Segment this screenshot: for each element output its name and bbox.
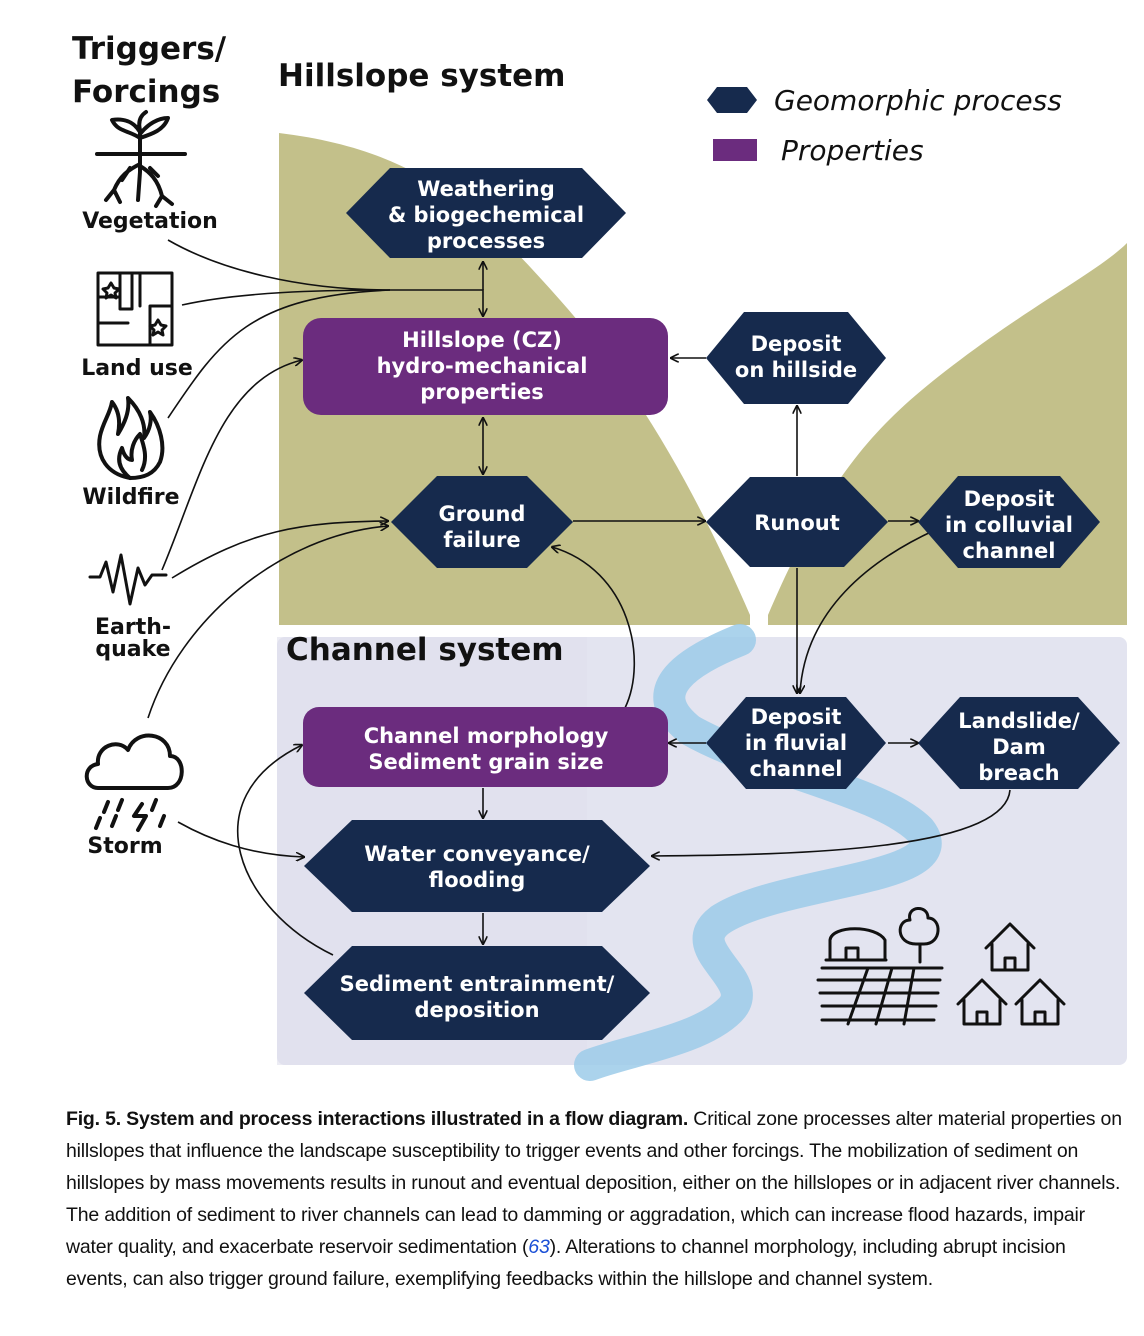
weathering-node-line1: Weathering [417, 177, 555, 201]
earthquake-icon [88, 553, 168, 606]
earthquake-label-line2: quake [95, 637, 170, 662]
land-use-label: Land use [81, 356, 193, 381]
deposit-fluvial-node-line2: in fluvial [745, 731, 847, 755]
landslide-dam-node-shape [918, 697, 1120, 789]
earthquake-label-line1: Earth- [95, 615, 171, 640]
water-conveyance-node-line1: Water conveyance/ [364, 842, 590, 866]
edge-storm-ground [147, 526, 388, 719]
deposit-hillside-node-shape [706, 312, 886, 404]
channel-morph-node-line1: Channel morphology [364, 724, 609, 748]
deposit-fluvial-node-shape [706, 697, 886, 789]
landslide-dam-node-line1: Landslide/ [958, 709, 1080, 733]
ground-failure-node-shape [391, 476, 573, 568]
channel-morph-node-shape [303, 707, 668, 787]
landslide-dam-node-line2: Dam [992, 735, 1045, 759]
hillslope-props-node-line3: properties [420, 380, 543, 404]
deposit-fluvial-node-line3: channel [750, 757, 843, 781]
ground-failure-node-line2: failure [443, 528, 520, 552]
edge-storm-water [177, 821, 304, 857]
legend-process-swatch [707, 87, 757, 113]
hillslope-props-node-line2: hydro-mechanical [377, 354, 588, 378]
deposit-colluvial-node-line2: in colluvial [945, 513, 1073, 537]
runout-node-line1: Runout [754, 511, 840, 535]
water-conveyance-node-line2: flooding [429, 868, 526, 892]
deposit-fluvial-node-line1: Deposit [751, 705, 842, 729]
legend-process-label: Geomorphic process [774, 84, 1062, 117]
deposit-colluvial-node-line3: channel [963, 539, 1056, 563]
land-use-icon [96, 271, 174, 347]
river [574, 624, 942, 1081]
edge-colluvial-fluvial [800, 529, 936, 693]
legend-properties-label: Properties [781, 134, 924, 167]
edge-landslide-water [652, 789, 1011, 856]
deposit-hillside-node-line2: on hillside [735, 358, 857, 382]
hillslope-props-node-line1: Hillslope (CZ) [402, 328, 562, 352]
hillslope-terrain-right [768, 243, 1127, 625]
farm-icon [816, 907, 944, 1026]
caption-body-part1: Critical zone processes alter material p… [66, 1108, 1122, 1258]
edge-morph-ground [552, 547, 636, 709]
edge-wildfire-merge [167, 289, 391, 419]
deposit-colluvial-node-line1: Deposit [964, 487, 1055, 511]
deposit-colluvial-node-shape [918, 476, 1100, 568]
storm-label: Storm [87, 834, 162, 859]
channel-morph-node-line2: Sediment grain size [368, 750, 603, 774]
vegetation-icon [95, 110, 187, 208]
deposit-hillside-node-line1: Deposit [751, 332, 842, 356]
storm-icon [84, 733, 184, 832]
hillslope-system-heading: Hillslope system [278, 58, 565, 94]
wildfire-icon [97, 396, 165, 480]
weathering-node-line3: processes [427, 229, 545, 253]
caption-reference-link[interactable]: 63 [528, 1236, 550, 1258]
caption-body-part2: ). Alterations to channel morphology, in… [66, 1236, 1066, 1290]
weathering-node-line2: & biogechemical [388, 203, 584, 227]
edge-vegetation-merge [167, 239, 391, 291]
runout-node-shape [706, 477, 888, 567]
hillslope-props-node-shape [303, 318, 668, 415]
ground-failure-node-line1: Ground [439, 502, 526, 526]
landslide-dam-node-line3: breach [978, 761, 1059, 785]
caption-title: Fig. 5. System and process interactions … [66, 1108, 689, 1130]
edge-earthquake-props [161, 360, 302, 571]
edge-earthquake-ground [171, 521, 388, 579]
flow-diagram: Triggers/ Forcings Hillslope system Chan… [72, 31, 1127, 1081]
edge-sediment-morph [237, 745, 334, 956]
sediment-entrainment-node-shape [304, 946, 650, 1040]
vegetation-label: Vegetation [82, 209, 218, 234]
weathering-node-shape [346, 168, 626, 258]
wildfire-label: Wildfire [82, 485, 179, 510]
triggers-heading-line2: Forcings [72, 74, 220, 110]
sediment-entrainment-node-line2: deposition [414, 998, 539, 1022]
channel-system-heading: Channel system [286, 632, 564, 668]
figure-caption: Fig. 5. System and process interactions … [66, 1103, 1132, 1295]
edge-landuse-merge [181, 289, 391, 306]
houses-icon [956, 922, 1066, 1026]
legend-properties-swatch [713, 139, 757, 161]
triggers-heading-line1: Triggers/ [72, 31, 227, 67]
sediment-entrainment-node-line1: Sediment entrainment/ [340, 972, 615, 996]
water-conveyance-node-shape [304, 820, 650, 912]
